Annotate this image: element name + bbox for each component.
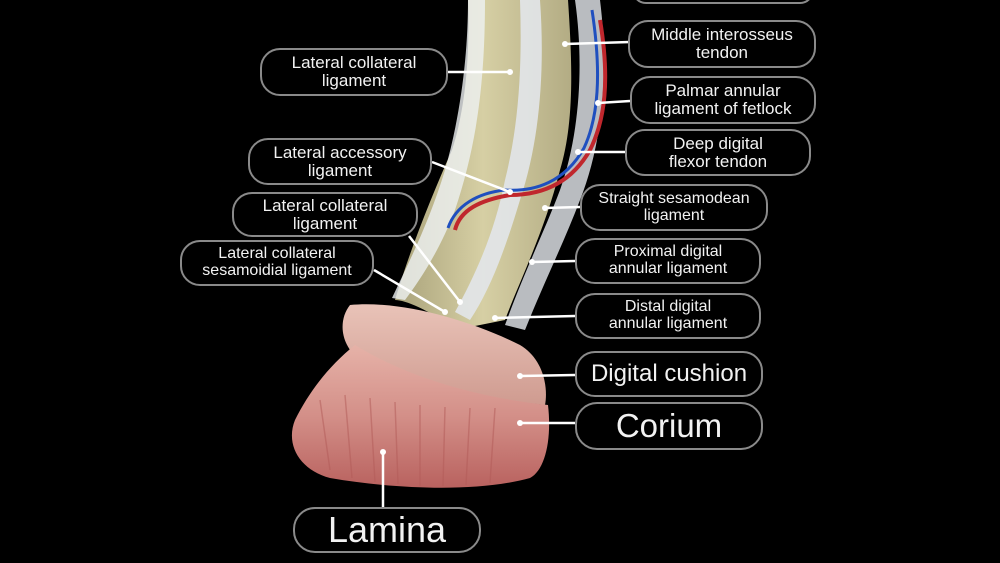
- marker-dot: [507, 189, 513, 195]
- label-distal-digital-annular-ligament: Distal digital annular ligament: [575, 293, 761, 339]
- marker-dot: [529, 259, 535, 265]
- label-lamina: Lamina: [293, 507, 481, 553]
- marker-dot: [517, 420, 523, 426]
- label-lateral-collateral-ligament-mid: Lateral collateral ligament: [232, 192, 418, 237]
- marker-dot: [595, 100, 601, 106]
- leader-proximal-digital: [531, 259, 576, 264]
- leader-palmar-annular: [597, 99, 631, 105]
- leader-lateral-collateral-mid: [408, 235, 461, 303]
- cropped-label-top: [632, 0, 814, 4]
- label-deep-digital-flexor-tendon: Deep digital flexor tendon: [625, 129, 811, 176]
- label-palmar-annular-ligament: Palmar annular ligament of fetlock: [630, 76, 816, 124]
- label-corium: Corium: [575, 402, 763, 450]
- label-lateral-collateral-sesamoidial-ligament: Lateral collateral sesamoidial ligament: [180, 240, 374, 286]
- marker-dot: [542, 205, 548, 211]
- label-straight-sesamodean-ligament: Straight sesamodean ligament: [580, 184, 768, 231]
- marker-dot: [507, 69, 513, 75]
- marker-dot: [575, 149, 581, 155]
- label-lateral-accessory-ligament: Lateral accessory ligament: [248, 138, 432, 185]
- marker-dot: [380, 449, 386, 455]
- vein: [446, 9, 599, 229]
- leader-straight-sesamodean: [544, 205, 581, 210]
- marker-dot: [492, 315, 498, 321]
- leader-digital-cushion: [519, 373, 576, 378]
- leader-lateral-accessory: [431, 160, 511, 194]
- label-middle-interosseus-tendon: Middle interosseus tendon: [628, 20, 816, 68]
- label-digital-cushion: Digital cushion: [575, 351, 763, 397]
- marker-dot: [442, 309, 448, 315]
- tendon-shape: [455, 0, 542, 320]
- coronary-band: [342, 304, 546, 405]
- artery: [453, 19, 608, 231]
- label-lateral-collateral-ligament-top: Lateral collateral ligament: [260, 48, 448, 96]
- marker-dot: [457, 299, 463, 305]
- hoof-stripes: [319, 394, 496, 487]
- label-proximal-digital-annular-ligament: Proximal digital annular ligament: [575, 238, 761, 284]
- leader-lateral-collateral-sesamoidial: [373, 268, 446, 314]
- marker-dot: [517, 373, 523, 379]
- leader-distal-digital: [494, 314, 576, 320]
- leader-middle-interosseus: [564, 40, 631, 46]
- lateral-band: [392, 0, 485, 300]
- marker-dot: [562, 41, 568, 47]
